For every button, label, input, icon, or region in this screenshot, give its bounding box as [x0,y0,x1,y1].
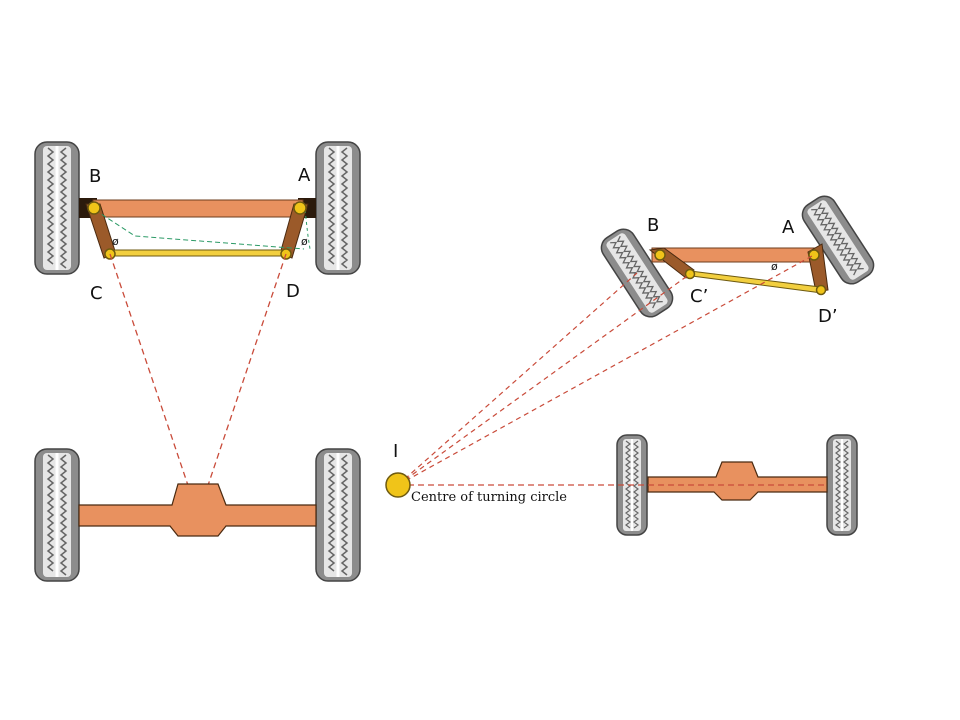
rear-right-tyre [314,447,362,583]
label-a-turning: A [782,217,795,238]
label-c-straight: C [90,283,103,304]
label-b-straight: B [89,166,101,187]
front-right-tyre [314,140,362,276]
turning-tie-rod [689,270,823,294]
centre-caption: Centre of turning circle [411,490,567,505]
label-d-straight: D [286,281,300,302]
tie-rod [109,249,287,257]
turning-centre-construction: I Centre of turning circle [385,255,826,505]
outer-wheel-radius-line [397,255,813,486]
green-construction-line [94,209,305,250]
straight-front-assembly: B A C D ø ø [33,140,362,516]
turning-centre-point [385,472,411,498]
rear-axle-housing [78,483,317,537]
front-left-tyre [33,140,81,276]
turning-angle-label: ø [771,260,778,273]
kingpin-b [87,201,101,215]
turning-front-assembly: B A C’ D’ ø [596,190,879,327]
angle-left-label: ø [112,235,119,248]
red-line-d-to-centre [197,253,287,516]
kingpin-a [293,201,307,215]
turning-rear-right-tyre [826,434,858,536]
angle-right-label: ø [301,235,308,248]
inner-wheel-radius-line [397,272,638,486]
label-c-turning: C’ [690,286,708,307]
front-axle-beam [92,199,304,218]
turning-rear-assembly [616,434,858,536]
straight-rear-assembly [33,447,362,583]
green-construction-line-right [304,209,311,250]
label-b-turning: B [647,215,659,236]
label-i: I [393,441,398,462]
red-line-c-to-centre [109,253,199,516]
turning-joint-d [815,284,827,296]
label-d-turning: D’ [818,306,838,327]
turning-kingpin-b [654,249,666,261]
label-a-straight: A [298,165,311,186]
rear-left-tyre [33,447,81,583]
turning-rear-axle-housing [647,461,828,501]
turning-right-tyre [797,190,879,290]
turning-kingpin-a [808,249,820,261]
c-prime-line [397,273,691,486]
